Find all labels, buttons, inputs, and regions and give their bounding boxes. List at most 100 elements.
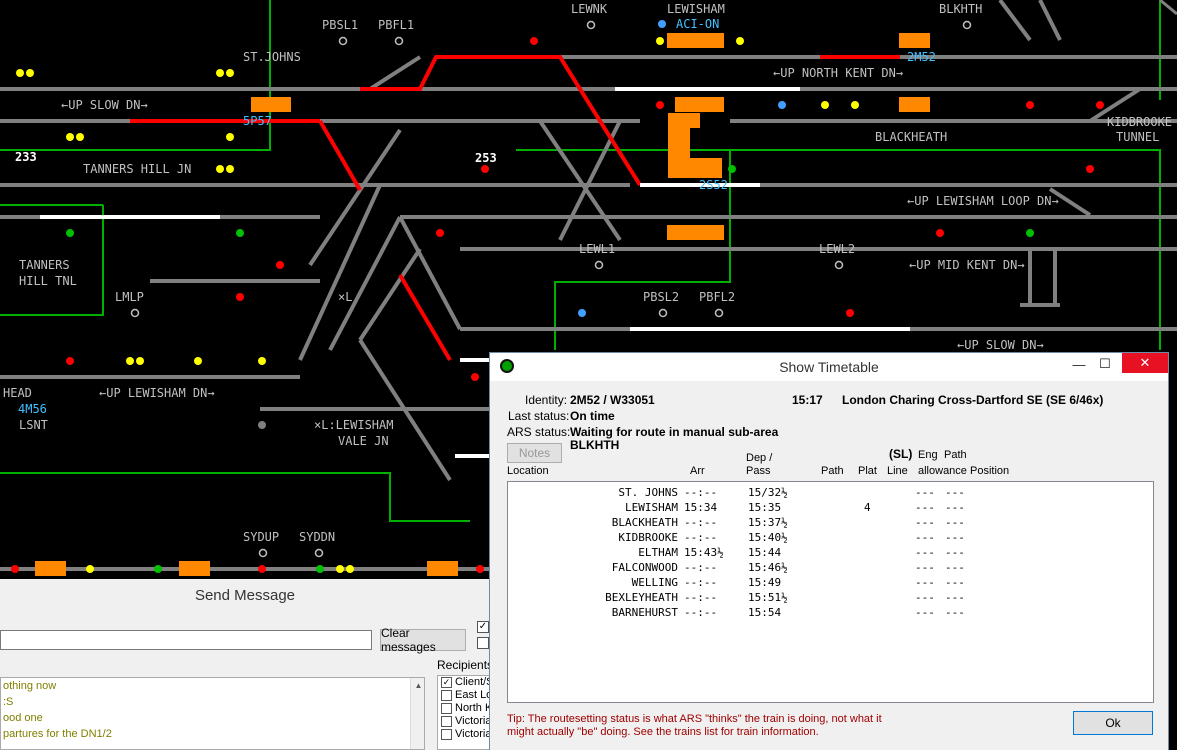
- clear-messages-button[interactable]: Clear messages: [380, 626, 466, 654]
- recipient-checkbox[interactable]: [441, 716, 452, 727]
- map-label: ←UP SLOW DN→: [957, 338, 1044, 352]
- timetable-cell-loc: WELLING: [631, 576, 678, 589]
- message-input[interactable]: [0, 630, 372, 650]
- col-position: Position: [970, 465, 1010, 477]
- recipient-checkbox[interactable]: [441, 729, 452, 740]
- timetable-cell-loc: LEWISHAM: [625, 501, 678, 514]
- timetable-cell-eng: ---: [915, 591, 935, 604]
- set-routes: [130, 55, 900, 362]
- maximize-button[interactable]: ☐: [1099, 356, 1111, 371]
- map-label: 233: [15, 150, 37, 164]
- timetable-cell-path: ---: [945, 531, 965, 544]
- message-log-scrollbar[interactable]: ▲: [410, 678, 424, 749]
- map-label: HEAD: [3, 386, 32, 400]
- tip-text: Tip: The routesetting status is what ARS…: [507, 713, 882, 738]
- timetable-cell-path: ---: [945, 501, 965, 514]
- minimize-button[interactable]: —: [1072, 356, 1086, 372]
- timetable-cell-eng: ---: [915, 501, 935, 514]
- col-line: Line: [887, 465, 908, 477]
- timetable-row[interactable]: ST. JOHNS--:--15/32½------: [508, 485, 1148, 500]
- map-label: ←UP MID KENT DN→: [909, 258, 1025, 272]
- recipient-item[interactable]: Victoria: [438, 728, 496, 741]
- berth-blackheath[interactable]: [899, 97, 930, 112]
- recipient-item[interactable]: East Lo: [438, 689, 496, 702]
- departure-time: 15:17: [792, 393, 823, 407]
- timetable-cell-plat: 4: [864, 501, 871, 514]
- berth-sydup-c[interactable]: [427, 561, 458, 576]
- timetable-cell-loc: BEXLEYHEATH: [605, 591, 678, 604]
- berth-st-johns[interactable]: [251, 97, 291, 112]
- map-label: PBFL2: [699, 290, 736, 304]
- recipient-checkbox[interactable]: [441, 703, 452, 714]
- train-route: London Charing Cross-Dartford SE (SE 6/4…: [842, 393, 1104, 407]
- timetable-row[interactable]: BARNEHURST--:--15:54------: [508, 605, 1148, 620]
- notes-button[interactable]: Notes: [507, 443, 562, 463]
- timetable-row[interactable]: BEXLEYHEATH--:--15:51½------: [508, 590, 1148, 605]
- map-label: 2S52: [699, 178, 728, 192]
- map-label: TUNNEL: [1116, 130, 1160, 144]
- timetable-cell-eng: ---: [915, 561, 935, 574]
- map-label: 4M56: [18, 402, 47, 416]
- timetable-cell-dep: 15:37½: [748, 516, 788, 529]
- message-log-line: partures for the DN1/2: [3, 728, 112, 740]
- recipient-checkbox[interactable]: [441, 690, 452, 701]
- map-label: ←UP LEWISHAM DN→: [99, 386, 215, 400]
- close-button[interactable]: ✕: [1122, 353, 1168, 373]
- berth-lewisham-4[interactable]: [667, 33, 724, 48]
- map-label: LEWNK: [571, 2, 608, 16]
- map-label: LSNT: [19, 418, 48, 432]
- timetable-cell-path: ---: [945, 546, 965, 559]
- timetable-cell-dep: 15:35: [748, 501, 782, 514]
- identity-value: 2M52 / W33051: [570, 393, 655, 407]
- tracks: [0, 0, 1177, 571]
- recipient-label: Client/S: [455, 676, 494, 688]
- timetable-row[interactable]: FALCONWOOD--:--15:46½------: [508, 560, 1148, 575]
- map-label: ×L:LEWISHAM: [314, 418, 394, 432]
- recipient-item[interactable]: ✓Client/S: [438, 676, 496, 689]
- map-label: VALE JN: [338, 434, 389, 448]
- checkbox-top[interactable]: ✓: [477, 621, 489, 633]
- timetable-cell-arr: --:--: [684, 516, 718, 529]
- col-pass: Pass: [746, 465, 771, 477]
- ars-status-area: BLKHTH: [570, 438, 620, 452]
- timetable-cell-path: ---: [945, 561, 965, 574]
- berth-lewisham-3[interactable]: [675, 97, 724, 112]
- berth-blackheath-up[interactable]: [899, 33, 930, 48]
- map-label: SYDDN: [299, 530, 336, 544]
- col-plat: Plat: [858, 465, 877, 477]
- recipient-item[interactable]: Victoria: [438, 715, 496, 728]
- timetable-cell-loc: ELTHAM: [638, 546, 678, 559]
- timetable-cell-path: ---: [945, 591, 965, 604]
- berth-lewisham-1[interactable]: [667, 225, 724, 240]
- timetable-cell-loc: ST. JOHNS: [618, 486, 678, 499]
- send-message-title: Send Message: [0, 579, 490, 611]
- recipient-checkbox[interactable]: ✓: [441, 677, 452, 688]
- ok-button[interactable]: Ok: [1073, 711, 1153, 735]
- timetable-row[interactable]: KIDBROOKE--:--15:40½------: [508, 530, 1148, 545]
- timetable-row[interactable]: WELLING--:--15:49------: [508, 575, 1148, 590]
- timetable-row[interactable]: BLACKHEATH--:--15:37½------: [508, 515, 1148, 530]
- timetable-cell-eng: ---: [915, 576, 935, 589]
- checkbox-second[interactable]: [477, 637, 489, 649]
- occupied-tracks: [40, 87, 910, 458]
- recipient-label: Victoria: [455, 728, 492, 740]
- ars-status-label: ARS status:: [507, 425, 571, 439]
- timetable-cell-dep: 15:44: [748, 546, 782, 559]
- map-label: 5P57: [243, 114, 272, 128]
- timetable-body: Identity: 2M52 / W33051 15:17 London Cha…: [490, 381, 1168, 750]
- berth-sydup-b[interactable]: [179, 561, 210, 576]
- map-label: LEWL1: [579, 242, 616, 256]
- timetable-cell-arr: --:--: [684, 576, 718, 589]
- map-label: KIDBROOKE: [1107, 115, 1173, 129]
- recipient-item[interactable]: North K: [438, 702, 496, 715]
- signals: [11, 20, 1104, 573]
- map-label: LMLP: [115, 290, 144, 304]
- map-label: PBSL1: [322, 18, 359, 32]
- berth-sydup-a[interactable]: [35, 561, 66, 576]
- col-eng: Eng: [918, 449, 938, 461]
